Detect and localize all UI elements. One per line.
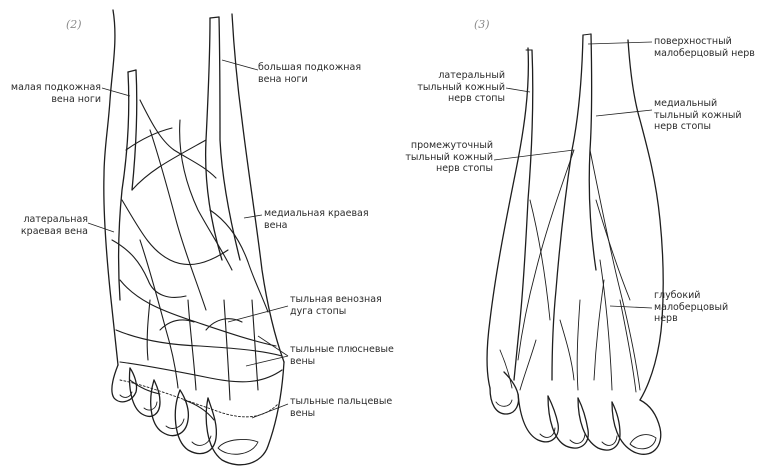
panel-2-number: (2) (66, 18, 82, 31)
label-medial-marginal-vein: медиальная краевая вена (264, 208, 369, 231)
label-medial-dorsal-cutaneous-nerve: медиальный тыльный кожный нерв стопы (654, 98, 742, 133)
label-lateral-dorsal-cutaneous-nerve: латеральный тыльный кожный нерв стопы (417, 70, 505, 105)
label-great-saphenous-vein: большая подкожная вена ноги (258, 62, 361, 85)
label-small-saphenous-vein: малая подкожная вена ноги (11, 82, 101, 105)
label-superficial-peroneal-nerve: поверхностный малоберцовый нерв (654, 36, 755, 59)
label-intermediate-dorsal-cutaneous-nerve: промежуточный тыльный кожный нерв стопы (405, 140, 493, 175)
label-dorsal-venous-arch: тыльная венозная дуга стопы (290, 294, 382, 317)
foot-nerves-drawing (487, 34, 663, 454)
label-dorsal-digital-veins: тыльные пальцевые вены (290, 396, 392, 419)
label-lateral-marginal-vein: латеральная краевая вена (21, 214, 88, 237)
panel-3-number: (3) (474, 18, 490, 31)
label-dorsal-metatarsal-veins: тыльные плюсневые вены (290, 344, 394, 367)
label-deep-peroneal-nerve: глубокий малоберцовый нерв (654, 290, 728, 325)
